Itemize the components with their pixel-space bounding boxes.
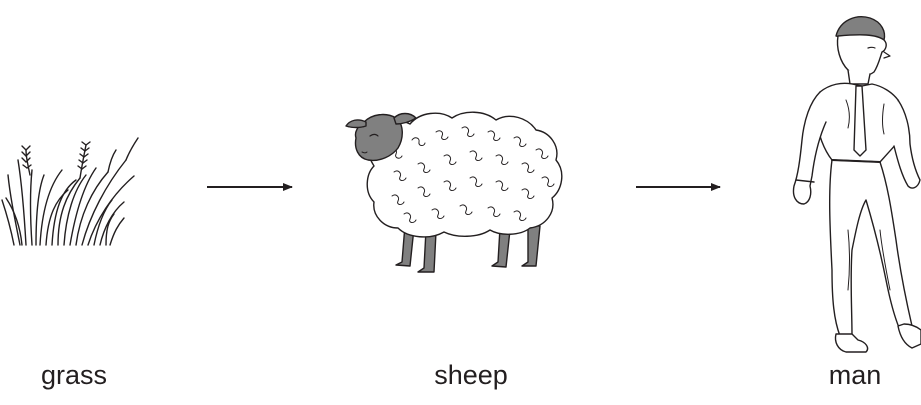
man-label: man [828,360,882,390]
man-icon [792,16,921,353]
grass-icon [1,137,139,246]
sheep-icon [345,111,563,273]
grass-label: grass [40,360,108,390]
sheep-label: sheep [434,360,508,390]
